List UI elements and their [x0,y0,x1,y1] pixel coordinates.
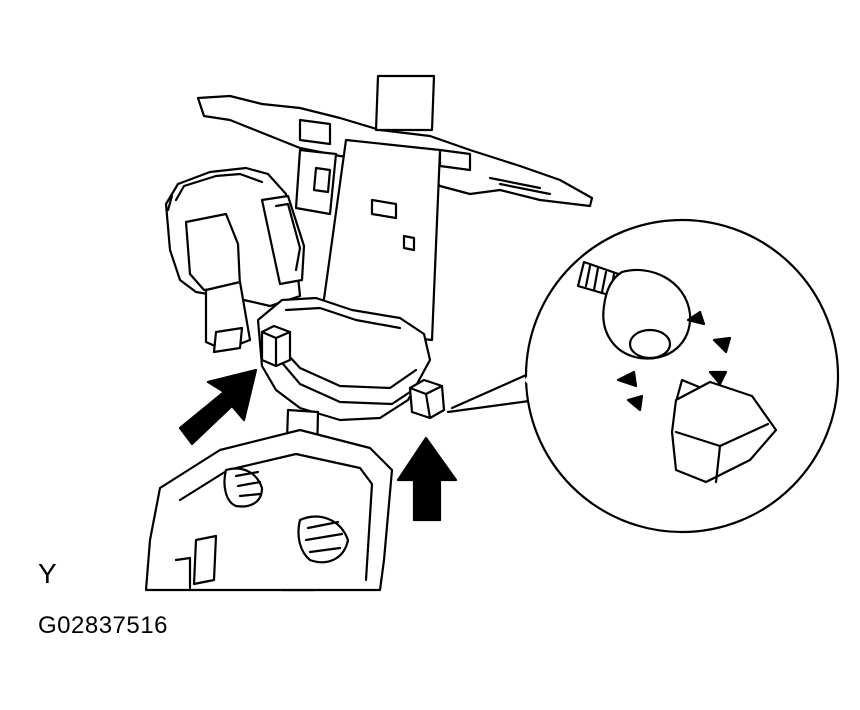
detail-callout [446,218,840,534]
bolt-icon [576,260,692,360]
corner-letter: Y [38,558,57,589]
arrow-icon [396,436,458,522]
lower-housing [144,408,394,592]
arrow-icon [178,368,258,446]
figure-id: G02837516 [38,612,168,639]
steering-column [294,74,442,342]
nut-icon [670,378,778,484]
column-clamp [256,296,446,422]
lock-cylinder-assembly [164,166,306,354]
